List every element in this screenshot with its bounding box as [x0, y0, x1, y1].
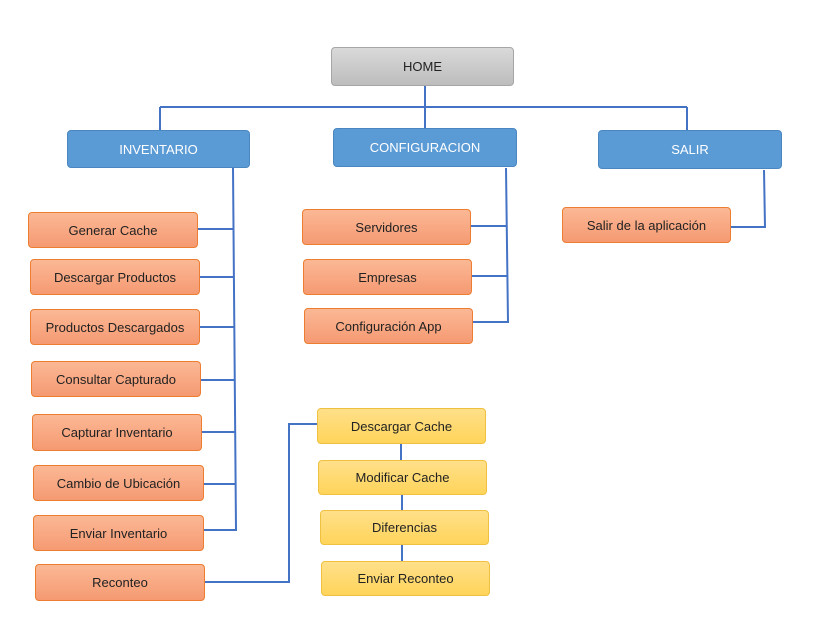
inventario-item-capturar-inventario[interactable]: Capturar Inventario: [32, 414, 202, 451]
salir-item-salir-aplicacion[interactable]: Salir de la aplicación: [562, 207, 731, 243]
inventario-node[interactable]: INVENTARIO: [67, 130, 250, 168]
reconteo-item-modificar-cache[interactable]: Modificar Cache: [318, 460, 487, 495]
inventario-item-generar-cache[interactable]: Generar Cache: [28, 212, 198, 248]
salir-node[interactable]: SALIR: [598, 130, 782, 169]
connector-salir: [731, 169, 767, 228]
connector-reconteo: [204, 423, 317, 583]
reconteo-item-diferencias[interactable]: Diferencias: [320, 510, 489, 545]
configuracion-item-servidores[interactable]: Servidores: [302, 209, 471, 245]
inventario-item-descargar-productos[interactable]: Descargar Productos: [30, 259, 200, 295]
configuracion-item-configuracion-app[interactable]: Configuración App: [304, 308, 473, 344]
inventario-item-enviar-inventario[interactable]: Enviar Inventario: [33, 515, 204, 551]
inventario-item-cambio-ubicacion[interactable]: Cambio de Ubicación: [33, 465, 204, 501]
reconteo-item-descargar-cache[interactable]: Descargar Cache: [317, 408, 486, 444]
connector-configuracion-spine: [473, 167, 510, 323]
connector-inventario-spine: [204, 167, 238, 531]
configuracion-item-empresas[interactable]: Empresas: [303, 259, 472, 295]
inventario-item-productos-descargados[interactable]: Productos Descargados: [30, 309, 200, 345]
reconteo-item-enviar-reconteo[interactable]: Enviar Reconteo: [321, 561, 490, 596]
inventario-item-consultar-capturado[interactable]: Consultar Capturado: [31, 361, 201, 397]
home-node[interactable]: HOME: [331, 47, 514, 86]
inventario-item-reconteo[interactable]: Reconteo: [35, 564, 205, 601]
configuracion-node[interactable]: CONFIGURACION: [333, 128, 517, 167]
